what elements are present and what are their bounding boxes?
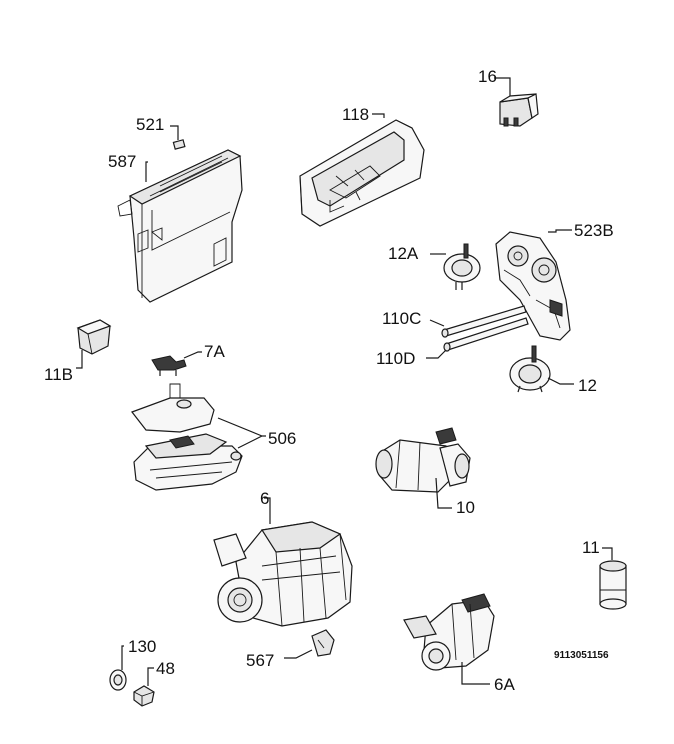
label-587: 587: [108, 152, 136, 171]
label-110c: 110C: [382, 309, 421, 328]
label-6: 6: [260, 489, 269, 508]
part-118-panel: 118: [299, 105, 425, 227]
label-16: 16: [478, 67, 497, 86]
label-118: 118: [342, 105, 369, 124]
label-6a: 6A: [494, 675, 515, 694]
label-48: 48: [156, 659, 175, 678]
label-523b: 523B: [574, 221, 614, 240]
part-587-module: 587: [108, 149, 243, 303]
part-48-screw: 48: [133, 659, 175, 707]
label-12: 12: [578, 376, 597, 395]
label-12a: 12A: [388, 244, 419, 263]
part-130-washer: 130: [109, 637, 156, 691]
label-11b: 11B: [44, 365, 73, 384]
label-567: 567: [246, 651, 274, 670]
label-7a: 7A: [204, 342, 225, 361]
label-11: 11: [582, 538, 600, 557]
part-11b-relay: 11B: [44, 319, 112, 384]
part-10-heater: 10: [375, 427, 475, 517]
label-110d: 110D: [376, 349, 415, 368]
part-110c-110d-hoses: 110C 110D: [376, 305, 529, 368]
part-7a-sensor: 7A: [151, 342, 225, 376]
part-11-capacitor: 11: [582, 538, 627, 610]
label-130: 130: [128, 637, 156, 656]
part-567-clip: 567: [246, 629, 335, 670]
part-12-pressure-switch: 12: [509, 345, 597, 395]
label-506: 506: [268, 429, 296, 448]
part-16-relay: 16: [478, 67, 539, 127]
part-506-sump: 506: [131, 383, 296, 491]
part-523b-bracket: 523B: [495, 221, 614, 341]
label-521: 521: [136, 115, 164, 134]
drawing-code: 9113051156: [554, 650, 609, 661]
part-12a-pressure-switch: 12A: [388, 243, 481, 290]
part-6a-drain-pump: 6A: [403, 593, 515, 694]
part-521-clip: 521: [136, 115, 186, 150]
label-10: 10: [456, 498, 475, 517]
part-6-motor: 6: [213, 489, 353, 627]
